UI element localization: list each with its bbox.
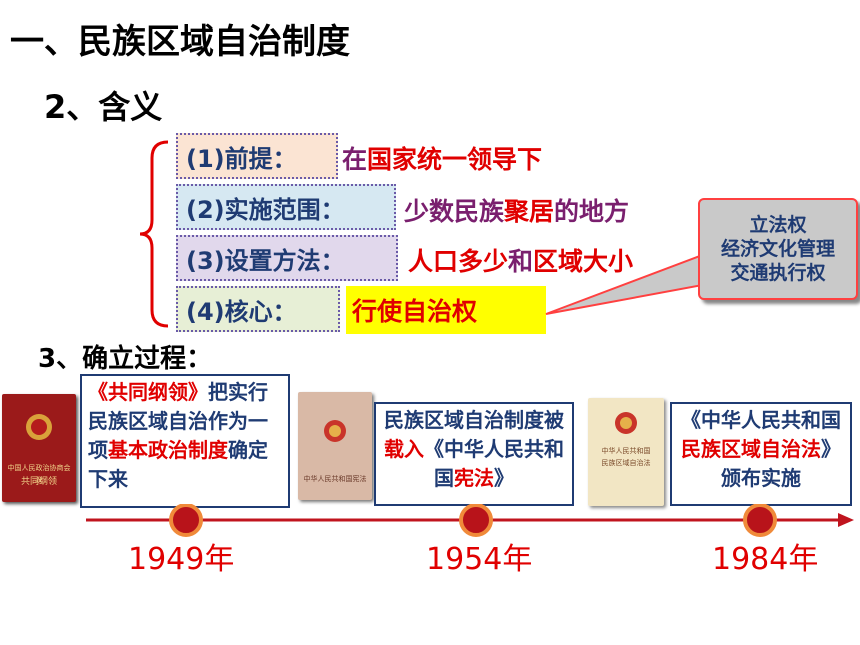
text-segment: 》颁布实施 (721, 437, 841, 490)
timeline-dot-1984 (743, 504, 777, 537)
text-segment: 在 (342, 145, 368, 174)
page-title: 一、民族区域自治制度 (10, 22, 350, 62)
timeline-year-1954: 1954年 (426, 542, 533, 577)
meaning-label-premise: (1)前提： (176, 133, 338, 179)
left-brace-icon (139, 140, 169, 328)
book-cover-title: 中华人民共和国 (601, 447, 651, 455)
text-segment: 人口多少 (408, 247, 509, 276)
event-box-1949: 《共同纲领》把实行民族区域自治作为一项基本政治制度确定下来 (80, 374, 290, 508)
book-cover-title: 中华人民共和国宪法 (303, 475, 367, 483)
timeline-axis (86, 504, 854, 537)
timeline-year-1949: 1949年 (128, 542, 235, 577)
national-emblem-icon (615, 412, 637, 434)
timeline-arrow-icon (838, 513, 854, 527)
text-segment: 宪法 (454, 466, 494, 490)
book-cover-title: 共同纲领 (20, 477, 57, 487)
meaning-label-method: (3)设置方法： (176, 235, 398, 281)
meaning-value-method: 人口多少和区域大小 (408, 242, 633, 278)
timeline-dot-1954 (459, 504, 493, 537)
meaning-label-core: (4)核心： (176, 286, 340, 332)
text-segment: 民族区域自治法 (681, 437, 821, 461)
text-segment: 载入 (384, 437, 424, 461)
book-cover-title: 民族区域自治法 (601, 459, 651, 467)
book-common-program-image: 中国人民政治协商会议 共同纲领 (2, 394, 76, 502)
national-emblem-icon (324, 420, 346, 442)
callout-pointer (545, 254, 710, 315)
autonomy-rights-callout: 立法权 经济文化管理 交通执行权 (698, 198, 858, 300)
text-segment: 行使自治权 (352, 297, 478, 326)
text-segment: 》 (494, 466, 514, 490)
event-box-1954: 民族区域自治制度被载入《中华人民共和国宪法》 (374, 402, 574, 506)
book-constitution-image: 中华人民共和国宪法 (298, 392, 372, 500)
text-segment: 的地方 (554, 197, 630, 226)
timeline-year-1984: 1984年 (712, 542, 819, 577)
text-segment: 聚居 (504, 197, 555, 226)
text-segment: 国家统一领导下 (367, 145, 543, 174)
text-segment: 少数民族 (404, 197, 505, 226)
book-autonomy-law-image: 中华人民共和国 民族区域自治法 (588, 398, 664, 506)
callout-line: 交通执行权 (730, 262, 826, 284)
book-cover-title: 中国人民政治协商会议 (7, 464, 71, 484)
callout-line: 经济文化管理 (720, 238, 835, 260)
text-segment: 《中华人民共和国 (681, 408, 841, 432)
meaning-label-scope: (2)实施范围： (176, 184, 396, 230)
text-segment: 《共同纲领》 (88, 380, 208, 404)
text-segment: 把实行民族区域自治作为一项 (88, 380, 268, 462)
section-meaning-heading: 2、含义 (44, 88, 163, 126)
text-segment: 确定下来 (88, 438, 268, 491)
national-emblem-icon (26, 414, 52, 440)
timeline-dot-1949 (169, 504, 203, 537)
text-segment: 和 (508, 247, 534, 276)
text-segment: 区域大小 (533, 247, 634, 276)
meaning-value-core: 行使自治权 (346, 286, 546, 334)
event-box-1984: 《中华人民共和国民族区域自治法》颁布实施 (670, 402, 852, 506)
text-segment: 民族区域自治制度被 (384, 408, 564, 432)
meaning-value-premise: 在国家统一领导下 (342, 140, 542, 176)
callout-line: 立法权 (749, 214, 807, 236)
text-segment: 基本政治制度 (108, 438, 228, 462)
meaning-value-scope: 少数民族聚居的地方 (404, 192, 629, 228)
section-process-heading: 3、确立过程： (38, 344, 213, 374)
text-segment: 《中华人民共和国 (424, 437, 564, 490)
